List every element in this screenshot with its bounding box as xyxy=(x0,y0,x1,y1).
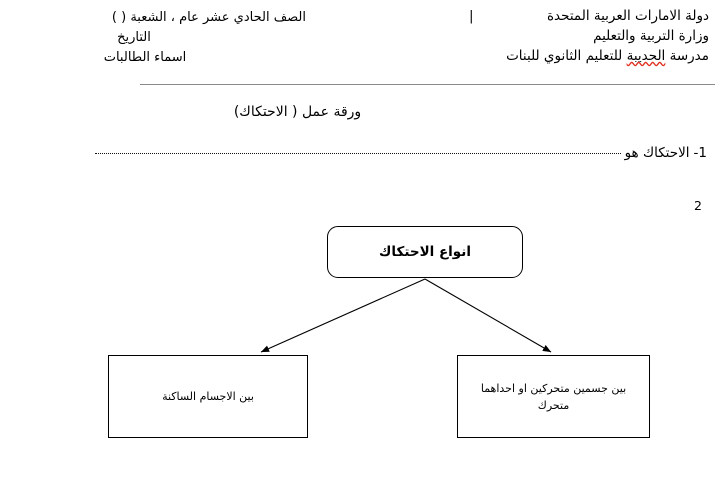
header-school-prefix: مدرسة xyxy=(665,48,709,64)
diagram-leaf-left-label: بين الاجسام الساكنة xyxy=(162,390,254,403)
connector-root-to-left-leaf xyxy=(260,278,426,353)
header-divider-rule xyxy=(140,84,715,85)
question-1-number: 1- xyxy=(693,145,707,161)
header-left-block: الصف الحادي عشر عام ، الشعبة ( ) التاريخ… xyxy=(8,8,308,68)
diagram-root-node: انواع الاحتكاك xyxy=(327,226,523,278)
header-country-line: دولة الامارات العربية المتحدة xyxy=(546,8,709,24)
header-school-line: مدرسة الحديبة للتعليم الثانوي للبنات xyxy=(439,46,709,66)
header-student-names-label: اسماء الطالبات xyxy=(103,50,187,65)
header-date-label: التاريخ xyxy=(117,30,151,45)
page-number-marker: 2 xyxy=(694,198,702,213)
header-school-misspelled-word: الحديبة xyxy=(626,48,666,64)
corner-bracket-mark: | xyxy=(469,8,474,24)
diagram-leaf-right-label: بين جسمين متحركين او احداهما متحرك xyxy=(480,381,627,412)
worksheet-title: ورقة عمل ( الاحتكاك) xyxy=(233,104,362,120)
diagram-leaf-node-right: بين جسمين متحركين او احداهما متحرك xyxy=(457,355,650,438)
connector-root-to-right-leaf xyxy=(424,278,552,353)
header-right-block: دولة الامارات العربية المتحدة وزارة التر… xyxy=(439,6,709,66)
header-ministry-line: وزارة التربية والتعليم xyxy=(593,28,709,44)
question-1-text: الاحتكاك هو xyxy=(624,145,690,161)
question-1-row: 1- الاحتكاك هو xyxy=(95,145,707,161)
header-school-suffix: للتعليم الثانوي للبنات xyxy=(506,48,627,64)
header-class-line: الصف الحادي عشر عام ، الشعبة ( ) xyxy=(111,10,306,25)
question-1-answer-blank[interactable] xyxy=(95,147,621,154)
diagram-root-label: انواع الاحتكاك xyxy=(379,244,471,260)
diagram-leaf-node-left: بين الاجسام الساكنة xyxy=(108,355,308,438)
